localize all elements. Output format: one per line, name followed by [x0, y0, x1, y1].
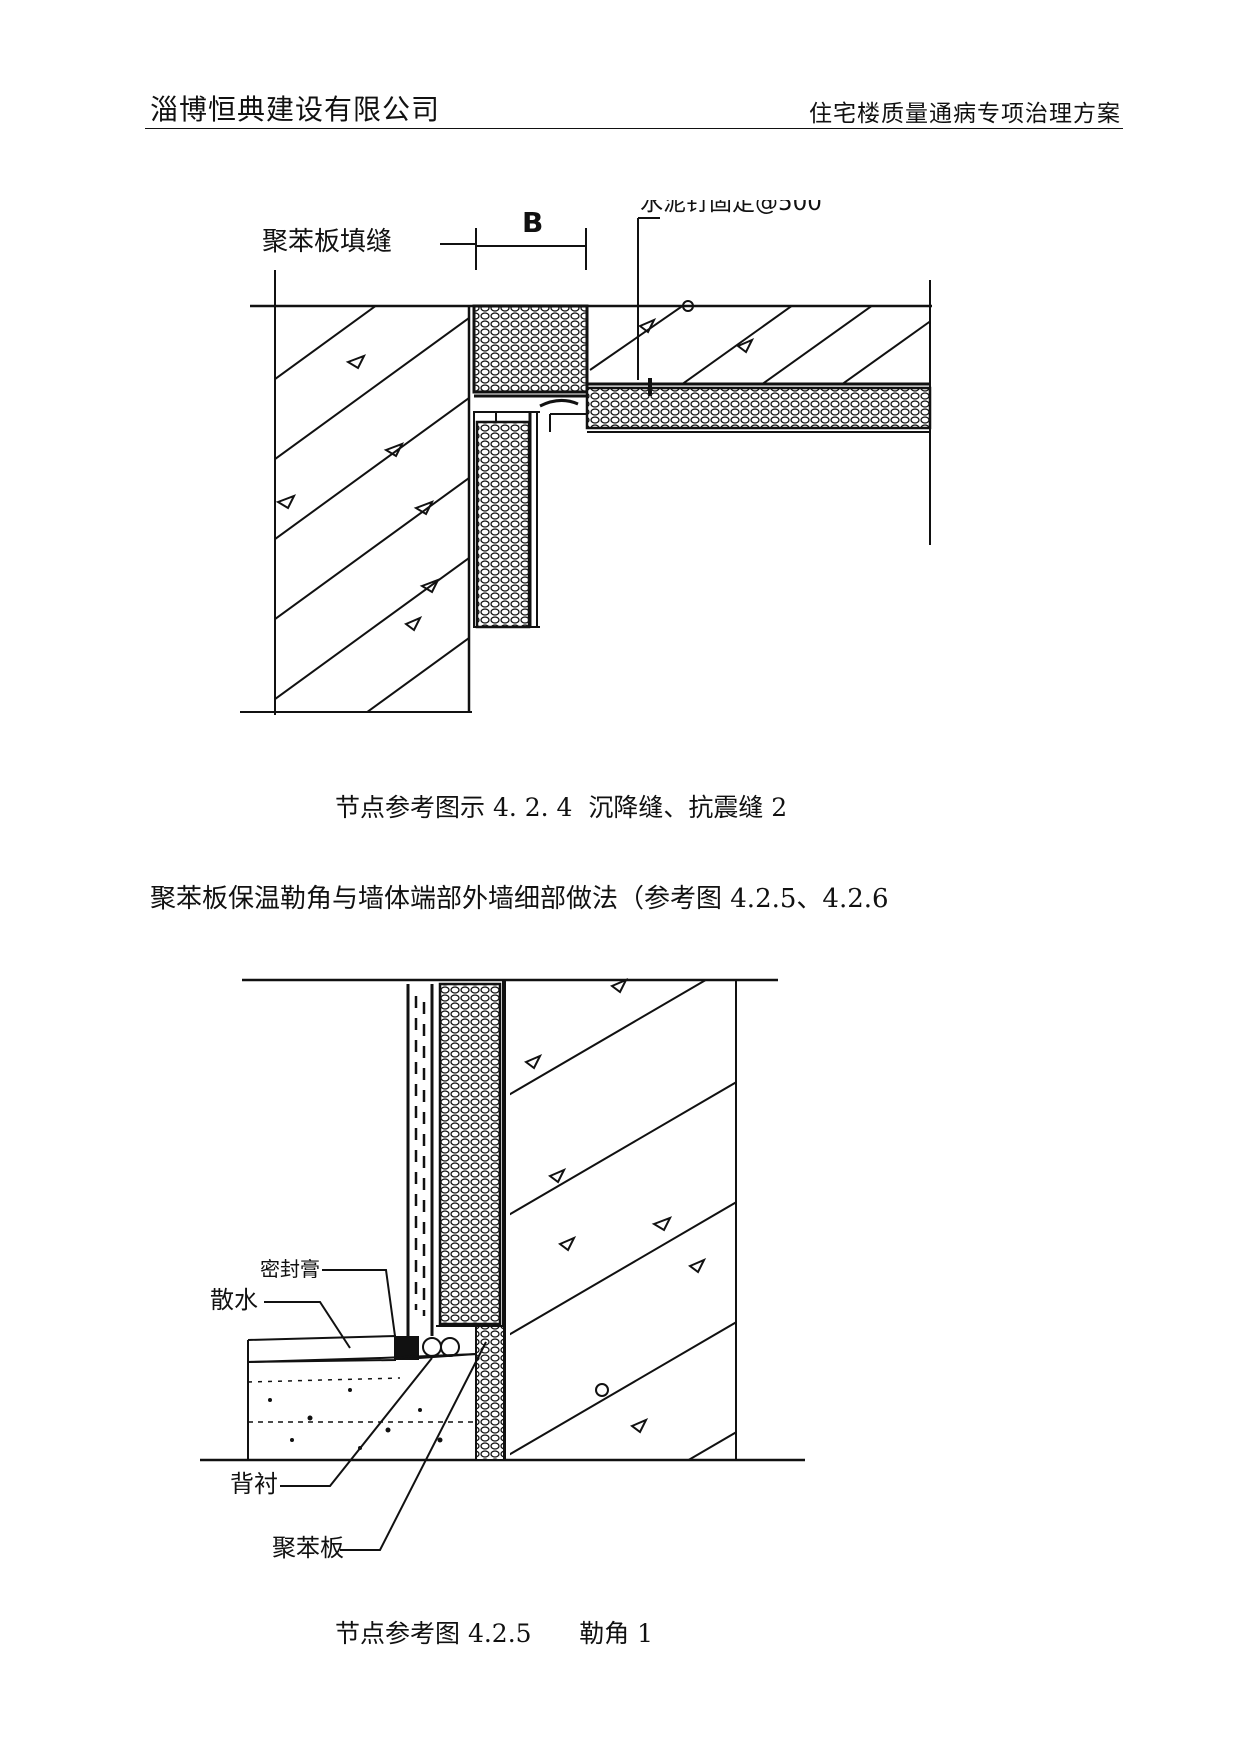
label-polystyrene: 聚苯板 — [272, 1534, 344, 1562]
label-foam-fill: 聚苯板填缝 — [262, 227, 392, 257]
label-apron: 散水 — [210, 1286, 258, 1314]
page-header-company: 淄博恒典建设有限公司 — [150, 93, 441, 126]
dimension-b-label: B — [522, 206, 543, 239]
figure1-caption: 节点参考图示 4. 2. 4 沉降缝、抗震缝 2 — [335, 793, 788, 822]
figure-plinth: 密封膏 散水 背衬 聚苯板 — [200, 978, 805, 1562]
section-text: 聚苯板保温勒角与墙体端部外墙细部做法（参考图 4.2.5、4.2.6 — [150, 884, 889, 914]
figure-settlement-joint: B 聚苯板填缝 水泥钉固定@500 — [240, 200, 932, 715]
figure2-caption: 节点参考图 4.2.5 勒角 1 — [335, 1619, 654, 1648]
page-header-title: 住宅楼质量通病专项治理方案 — [809, 101, 1121, 127]
header-rule — [145, 128, 1123, 129]
label-sealant: 密封膏 — [260, 1257, 320, 1281]
label-cement-nail: 水泥钉固定@500 — [640, 200, 822, 216]
label-backing: 背衬 — [230, 1470, 278, 1498]
